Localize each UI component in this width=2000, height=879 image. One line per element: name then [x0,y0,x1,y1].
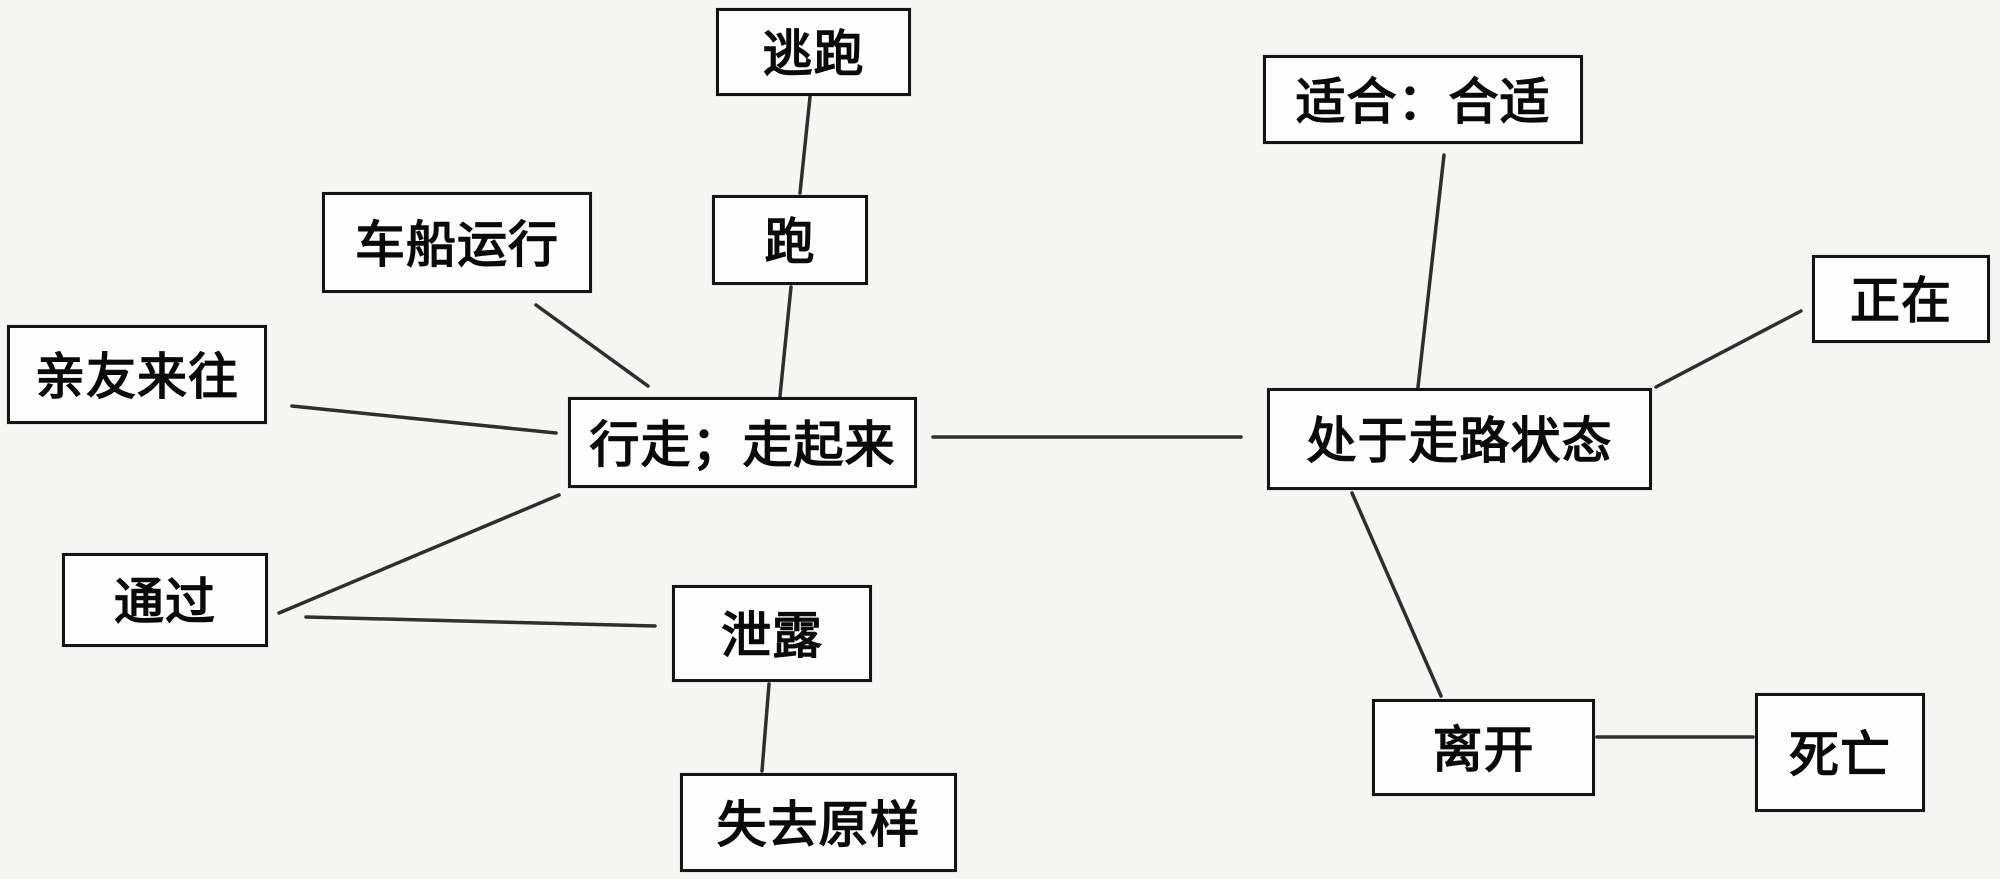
concept-node-label: 适合：合适 [1295,73,1551,130]
edge-walking-state-to-in-progress [1654,309,1803,389]
concept-node-death: 死亡 [1755,693,1925,812]
edge-pass-through-to-walk [277,493,561,615]
concept-node-suitable: 适合：合适 [1263,55,1583,144]
concept-node-walking-state: 处于走路状态 [1267,388,1652,490]
concept-node-label: 处于走路状态 [1306,413,1613,469]
edge-run-to-walk [778,285,793,398]
concept-node-in-progress: 正在 [1812,255,1990,343]
edge-vehicle-operate-to-walk [534,303,650,388]
concept-node-label: 跑 [764,214,816,270]
concept-node-leave: 离开 [1372,699,1595,796]
concept-node-run: 跑 [712,195,868,285]
concept-node-label: 通过 [114,574,216,630]
concept-node-label: 正在 [1850,273,1952,329]
concept-node-label: 泄露 [721,607,823,664]
edge-suitable-to-walking-state [1416,153,1446,389]
concept-node-vehicle-operate: 车船运行 [322,192,592,293]
edge-relatives-visit-to-walk [290,404,558,435]
concept-node-label: 离开 [1432,721,1535,778]
concept-node-label: 车船运行 [355,216,559,273]
concept-node-label: 亲友来往 [35,348,239,405]
concept-node-leak: 泄露 [672,585,872,682]
concept-node-walk: 行走；走起来 [568,397,917,488]
edge-leak-to-lose-original [760,682,771,773]
edge-pass-through-to-leak [304,615,657,628]
concept-node-lose-original: 失去原样 [680,773,957,872]
concept-node-pass-through: 通过 [62,553,268,647]
concept-node-label: 死亡 [1789,726,1891,783]
concept-node-label: 逃跑 [762,26,865,82]
edge-escape-to-run [798,95,812,195]
concept-node-label: 行走；走起来 [589,416,896,473]
concept-node-escape: 逃跑 [716,8,911,96]
concept-node-relatives-visit: 亲友来往 [7,325,267,424]
edge-walking-state-to-leave [1350,491,1443,698]
concept-node-label: 失去原样 [716,796,921,853]
